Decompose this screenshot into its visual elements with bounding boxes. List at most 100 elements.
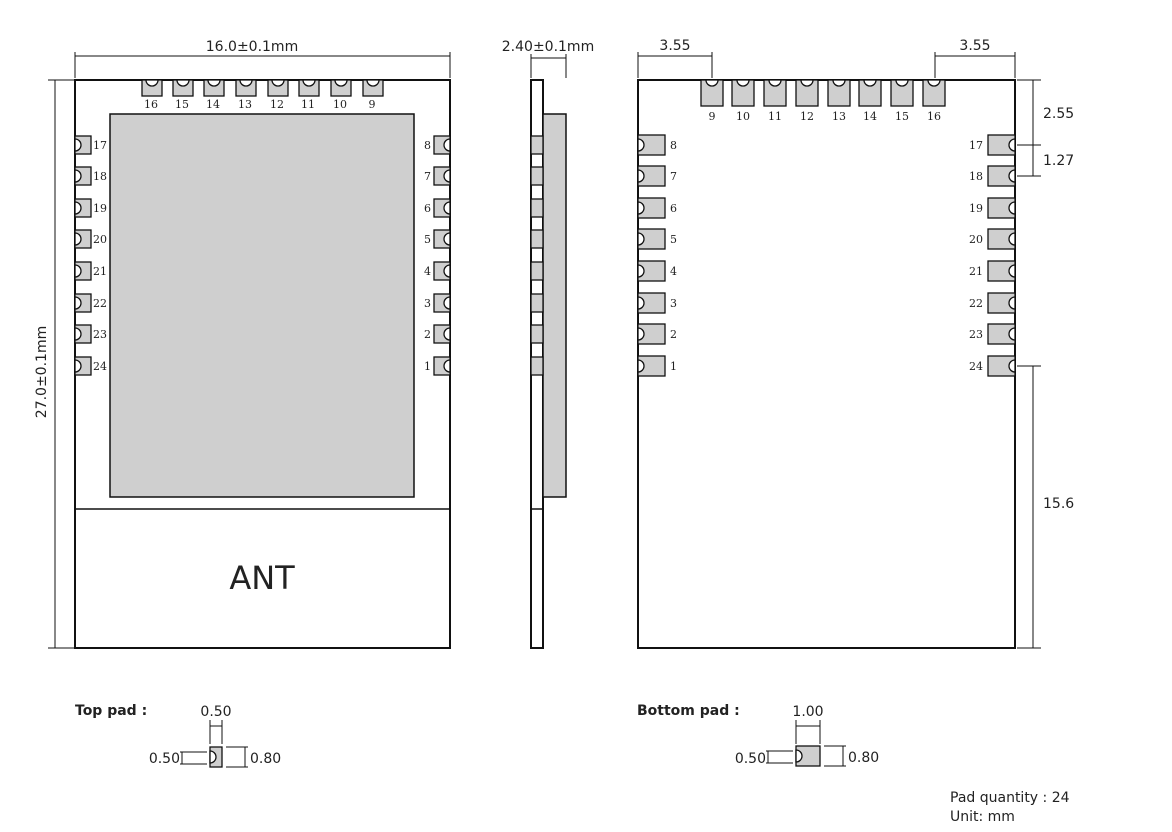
pin-number: 24: [93, 360, 107, 373]
pad-quantity-note: Pad quantity : 24: [950, 790, 1070, 806]
pin-number: 12: [270, 98, 284, 111]
pin-hole: [637, 327, 645, 341]
thickness-label: 2.40±0.1mm: [502, 39, 594, 55]
pin-number: 8: [424, 139, 431, 152]
pin-number: 24: [969, 360, 983, 373]
bottom-pad-width-label: 1.00: [792, 704, 823, 720]
pin-number: 6: [424, 202, 431, 215]
pin-number: 17: [969, 139, 983, 152]
bottom-pad-title: Bottom pad :: [637, 703, 740, 719]
pin-hole: [1008, 232, 1016, 246]
pin-hole: [927, 79, 941, 87]
pin-number: 17: [93, 139, 107, 152]
side-view: 2.40±0.1mm: [502, 39, 594, 649]
pin-number: 16: [927, 110, 941, 123]
pin-number: 19: [93, 202, 107, 215]
top-pad-width-label: 0.50: [200, 704, 231, 720]
pin-number: 10: [736, 110, 750, 123]
pin-hole: [705, 79, 719, 87]
pin-number: 20: [93, 233, 107, 246]
pin-hole: [443, 169, 451, 183]
width-label: 16.0±0.1mm: [206, 39, 298, 55]
pin-hole: [443, 359, 451, 373]
pin-hole: [637, 232, 645, 246]
bottom-pad-hole-label: 0.50: [735, 751, 766, 767]
pin-hole: [863, 79, 877, 87]
pin-hole: [1008, 359, 1016, 373]
pin-hole: [637, 264, 645, 278]
side-pin-pad: [530, 198, 544, 218]
height-label: 27.0±0.1mm: [34, 326, 50, 418]
pin-number: 9: [369, 98, 376, 111]
pin-number: 10: [333, 98, 347, 111]
pin-hole: [637, 201, 645, 215]
pin-hole: [74, 138, 82, 152]
pin-number: 11: [301, 98, 315, 111]
side-pin-pad: [530, 166, 544, 186]
ant-label: ANT: [229, 559, 295, 597]
top-view-top-pins: 16 15 14 13 12 11 10 9: [141, 79, 384, 111]
pin-number: 5: [670, 233, 677, 246]
shield-can: [109, 113, 415, 498]
pin-number: 23: [969, 328, 983, 341]
pin-hole: [736, 79, 750, 87]
bottom-pad-hole: [795, 749, 803, 763]
pin-hole: [443, 264, 451, 278]
pin-hole: [800, 79, 814, 87]
bottom-pad-detail: Bottom pad : 1.00 0.50 0.80: [637, 703, 879, 767]
pin-hole: [271, 79, 285, 87]
pin-number: 19: [969, 202, 983, 215]
pin-hole: [302, 79, 316, 87]
pin-number: 15: [175, 98, 189, 111]
pin-hole: [74, 232, 82, 246]
top-pad-hole-label: 0.50: [149, 751, 180, 767]
pin-hole: [637, 138, 645, 152]
pin-number: 21: [93, 265, 107, 278]
pin-hole: [443, 232, 451, 246]
left-offset-label: 3.55: [659, 38, 690, 54]
pin-hole: [895, 79, 909, 87]
pin-hole: [176, 79, 190, 87]
pin-number: 15: [895, 110, 909, 123]
pin-hole: [443, 138, 451, 152]
pin-hole: [1008, 296, 1016, 310]
top-pad-detail: Top pad : 0.50 0.50 0.80: [75, 703, 281, 768]
pin-hole: [443, 201, 451, 215]
pin-hole: [74, 359, 82, 373]
pin-hole: [637, 359, 645, 373]
pin-hole: [1008, 201, 1016, 215]
pin-number: 2: [424, 328, 431, 341]
pin-number: 1: [424, 360, 431, 373]
pin-number: 4: [424, 265, 431, 278]
pin-number: 23: [93, 328, 107, 341]
first-pin-offset-label: 2.55: [1043, 106, 1074, 122]
pin-number: 14: [206, 98, 220, 111]
pin-number: 11: [768, 110, 782, 123]
side-shield: [542, 113, 567, 498]
side-pin-pad: [530, 356, 544, 376]
pin-hole: [443, 296, 451, 310]
pin-number: 16: [144, 98, 158, 111]
pin-number: 14: [863, 110, 877, 123]
side-pin-pad: [530, 293, 544, 313]
pin-number: 13: [832, 110, 846, 123]
notes: Pad quantity : 24 Unit: mm: [950, 790, 1070, 825]
pin-number: 5: [424, 233, 431, 246]
pin-hole: [74, 327, 82, 341]
pin-hole: [1008, 327, 1016, 341]
top-pad-hole: [209, 750, 217, 764]
pin-number: 13: [238, 98, 252, 111]
pin-number: 4: [670, 265, 677, 278]
pin-number: 7: [670, 170, 677, 183]
pin-number: 6: [670, 202, 677, 215]
top-pad-height-label: 0.80: [250, 751, 281, 767]
pin-hole: [1008, 138, 1016, 152]
side-pin-pad: [530, 324, 544, 344]
pin-number: 21: [969, 265, 983, 278]
